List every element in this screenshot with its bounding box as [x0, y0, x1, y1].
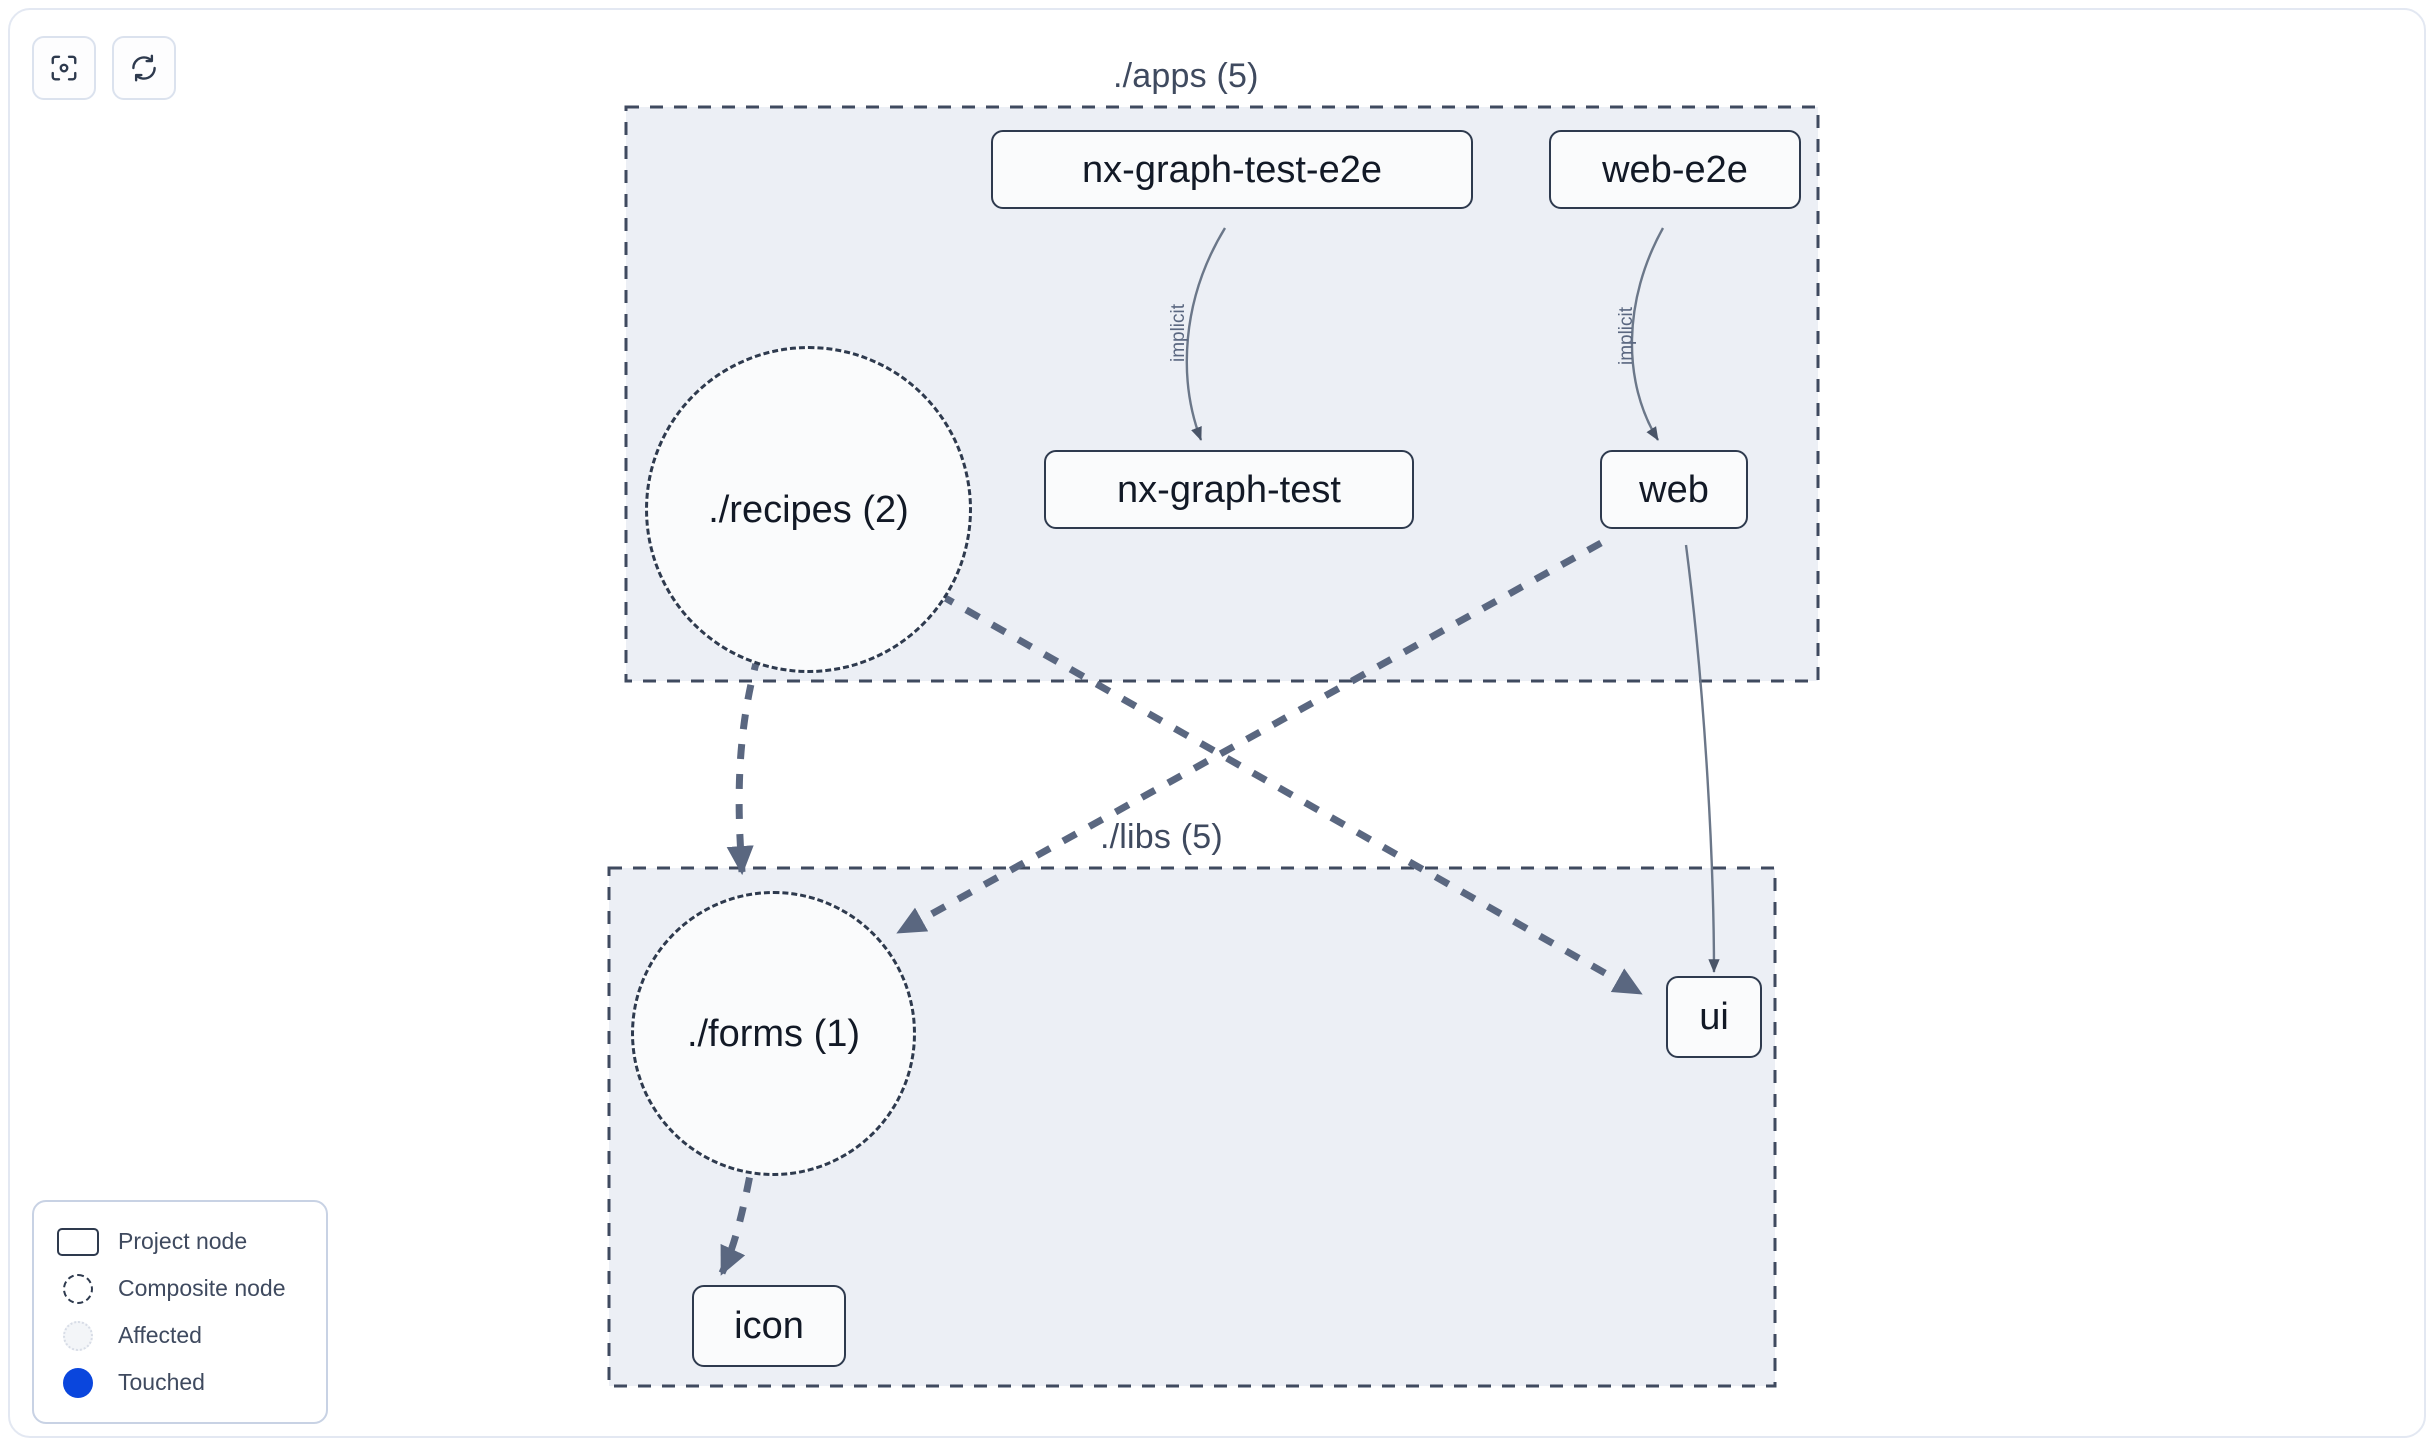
edge-recipes-to-ui [938, 591, 1643, 997]
focus-target-icon [49, 53, 79, 83]
edge-nx-graph-test-e2e-to-nx-graph-test [1185, 227, 1227, 441]
affected-swatch [52, 1320, 104, 1351]
node-label: icon [734, 1305, 804, 1347]
touched-swatch [52, 1367, 104, 1398]
node-nx-graph-test-e2e[interactable]: nx-graph-test-e2e [991, 130, 1473, 209]
legend-item-project-node: Project node [52, 1218, 308, 1265]
node-recipes[interactable]: ./recipes (2) [645, 346, 972, 673]
focus-graph-button[interactable] [32, 36, 96, 100]
project-node-swatch [52, 1227, 104, 1256]
edge-web-to-ui [1684, 544, 1720, 973]
node-label: ./recipes (2) [708, 488, 909, 531]
legend-label: Composite node [118, 1275, 286, 1301]
node-nx-graph-test[interactable]: nx-graph-test [1044, 450, 1414, 529]
group-label-apps: ./apps (5) [1113, 57, 1259, 95]
graph-toolbar [32, 36, 176, 100]
node-label: ui [1699, 996, 1729, 1038]
node-label: web [1639, 468, 1709, 511]
node-label: ./forms (1) [686, 1012, 861, 1055]
legend-label: Touched [118, 1369, 205, 1395]
composite-node-swatch [52, 1273, 104, 1304]
group-label-libs: ./libs (5) [1100, 818, 1223, 856]
legend-label: Project node [118, 1228, 248, 1254]
legend-label: Affected [118, 1322, 202, 1348]
legend-item-composite-node: Composite node [52, 1265, 308, 1312]
node-web[interactable]: web [1600, 450, 1748, 529]
legend-item-touched: Touched [52, 1359, 308, 1406]
node-label: nx-graph-test [1117, 468, 1341, 511]
node-icon[interactable]: icon [692, 1285, 846, 1367]
edge-label-implicit-web: implicit [1616, 306, 1638, 366]
graph-legend: Project node Composite node Affected Tou… [32, 1200, 328, 1424]
edge-label-implicit-nx-graph-test: implicit [1168, 303, 1190, 363]
edge-web-e2e-to-web [1630, 227, 1665, 441]
legend-item-affected: Affected [52, 1312, 308, 1359]
node-label: nx-graph-test-e2e [1082, 148, 1382, 191]
edge-web-to-forms [896, 539, 1603, 936]
node-label: web-e2e [1602, 148, 1748, 191]
node-web-e2e[interactable]: web-e2e [1549, 130, 1801, 209]
refresh-graph-button[interactable] [112, 36, 176, 100]
node-ui[interactable]: ui [1666, 976, 1762, 1058]
refresh-icon [129, 53, 159, 83]
node-forms[interactable]: ./forms (1) [631, 891, 916, 1176]
